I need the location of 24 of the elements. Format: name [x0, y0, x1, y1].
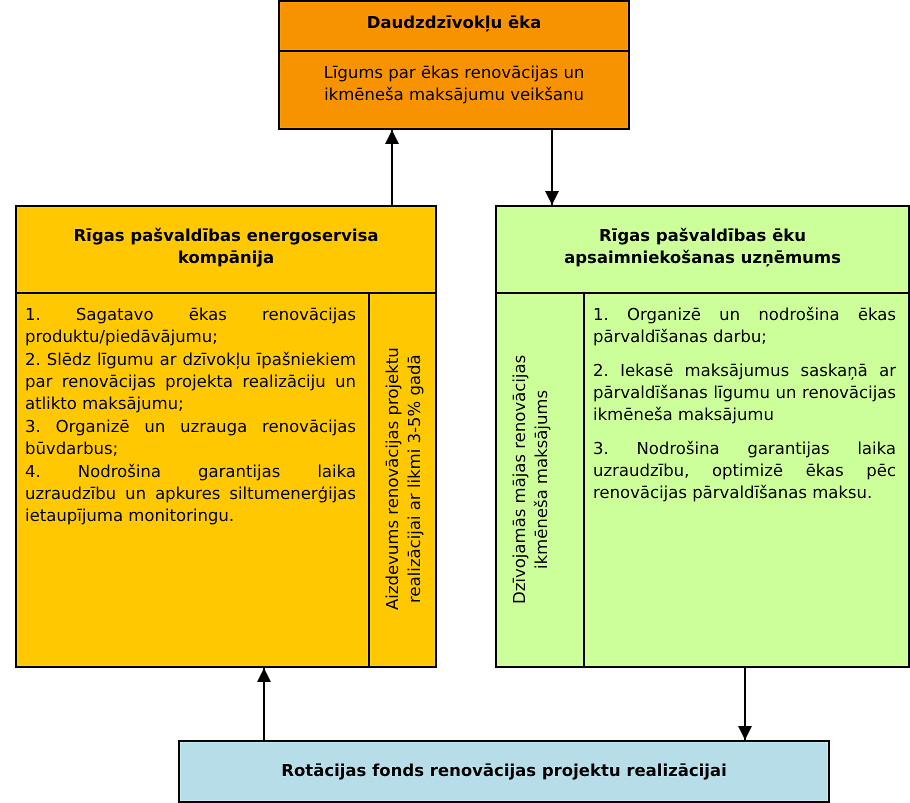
box-heading: Rotācijas fonds renovācijas projektu realizācijai [280, 760, 728, 782]
box [495, 205, 910, 668]
arrow [257, 668, 271, 740]
list-item: 1. Sagatavo ēkas renovācijas produktu/piedāvājumu; [25, 304, 356, 348]
arrow [385, 130, 399, 205]
box [278, 0, 630, 130]
panel-section [497, 292, 585, 668]
arrow [738, 668, 752, 740]
arrow [545, 130, 559, 205]
box-heading: Daudzdzīvokļu ēka [366, 12, 542, 34]
list-item: 2. Slēdz līgumu ar dzīvokļu īpašniekiem par renovācijas projekta realizāciju un atlikto maksājumu; [25, 349, 356, 415]
list-item: 2. Iekasē maksājumus saskaņā ar pārvaldīšanas līgumu un renovācijas ikmēneša maksājumu [593, 360, 896, 426]
box [178, 740, 830, 803]
box-heading: Rīgas pašvaldības energoservisa kompānija [72, 225, 380, 269]
list-item: 3. Organizē un uzrauga renovācijas būvdarbus; [25, 416, 356, 460]
list-item: 1. Organizē un nodrošina ēkas pārvaldīšanas darbu; [593, 304, 896, 348]
vertical-text: Dzīvojamās mājas renovācijas ikmēneša maksājums [509, 353, 552, 606]
list-item: 3. Nodrošina garantijas laika uzraudzību, optimizē ēkas pēc renovācijas pārvaldīšanas maksu. [593, 438, 896, 504]
list-item: 4. Nodrošina garantijas laika uzraudzību un apkures siltumenerģijas ietaupījuma monitoringu. [25, 461, 356, 527]
box [15, 205, 437, 668]
box-heading: Rīgas pašvaldības ēku apsaimniekošanas uzņēmums [563, 225, 842, 269]
vertical-text: Aizdevums renovācijas projektu realizācijai ar likmi 3-5% gadā [382, 346, 421, 612]
box-text: Līgums par ēkas renovācijas un ikmēneša maksājumu veikšanu [322, 62, 586, 106]
panel-section [17, 292, 370, 668]
